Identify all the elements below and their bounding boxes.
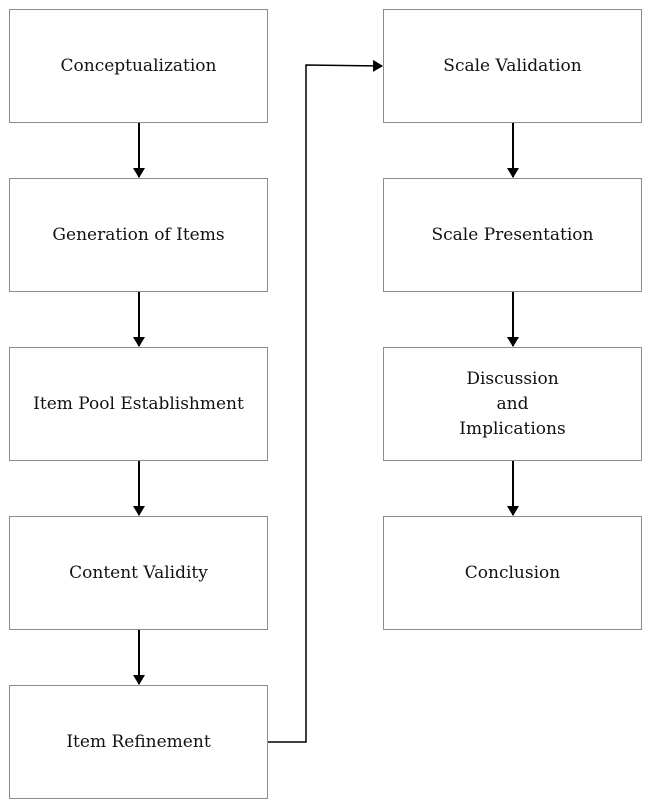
box-item-refinement: Item Refinement	[9, 685, 268, 799]
box-label: Discussion and Implications	[459, 368, 566, 439]
box-label: Item Pool Establishment	[33, 393, 244, 414]
box-label: Content Validity	[69, 562, 208, 583]
box-scale-validation: Scale Validation	[383, 9, 642, 123]
box-label: Generation of Items	[52, 224, 225, 245]
box-label: Conceptualization	[60, 55, 217, 76]
box-conclusion: Conclusion	[383, 516, 642, 630]
box-label: Item Refinement	[66, 731, 211, 752]
box-item-pool-establishment: Item Pool Establishment	[9, 347, 268, 461]
box-label: Scale Validation	[443, 55, 582, 76]
box-content-validity: Content Validity	[9, 516, 268, 630]
box-discussion-and-implications: Discussion and Implications	[383, 347, 642, 461]
box-conceptualization: Conceptualization	[9, 9, 268, 123]
box-generation-of-items: Generation of Items	[9, 178, 268, 292]
arrow-refinement-to-scale-validation	[268, 59, 383, 743]
box-label: Scale Presentation	[431, 224, 594, 245]
box-scale-presentation: Scale Presentation	[383, 178, 642, 292]
box-label: Conclusion	[464, 562, 561, 583]
